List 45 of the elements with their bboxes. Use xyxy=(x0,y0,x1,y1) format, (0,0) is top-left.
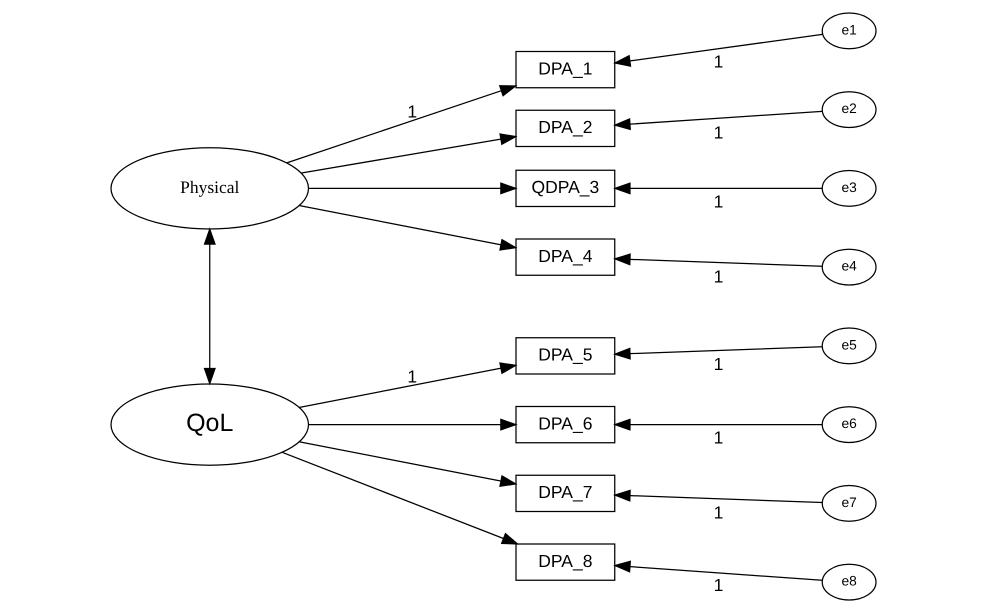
node-box: DPA_7 xyxy=(515,474,616,512)
node-ellipse: e6 xyxy=(822,406,877,444)
edge-label: 1 xyxy=(714,428,724,448)
node-ellipse: e4 xyxy=(822,248,877,286)
arrow xyxy=(613,182,822,194)
arrow xyxy=(301,133,518,174)
edge-label: 1 xyxy=(714,266,724,286)
arrow xyxy=(300,205,518,251)
arrow xyxy=(308,418,518,431)
edge-label: 1 xyxy=(714,502,724,523)
arrow xyxy=(613,34,823,67)
arrow xyxy=(286,85,518,164)
arrow xyxy=(613,418,822,431)
arrow xyxy=(308,182,518,194)
arrow xyxy=(613,253,822,267)
node-ellipse: e8 xyxy=(822,564,877,601)
arrow xyxy=(613,490,822,504)
arrow xyxy=(204,227,216,386)
node-ellipse: e2 xyxy=(822,91,877,128)
arrow xyxy=(613,560,822,581)
node-box: QDPA_3 xyxy=(515,170,616,208)
node-box: DPA_4 xyxy=(515,238,616,276)
arrow xyxy=(300,441,518,487)
node-box: DPA_8 xyxy=(515,543,616,581)
node-ellipse: e7 xyxy=(822,484,877,522)
node-ellipse: e3 xyxy=(822,170,877,207)
node-ellipse: e5 xyxy=(822,327,877,364)
edge-label: 1 xyxy=(714,51,724,72)
arrow xyxy=(300,362,518,408)
edge-label: 1 xyxy=(714,122,724,143)
arrow xyxy=(282,452,520,545)
edge-label: 1 xyxy=(714,354,724,374)
edge-label: 1 xyxy=(714,191,724,212)
node-ellipse: e1 xyxy=(822,12,877,50)
edge-label: 1 xyxy=(714,575,724,596)
edge-label: 1 xyxy=(407,101,418,122)
arrow xyxy=(613,346,822,360)
node-box: DPA_2 xyxy=(515,110,616,148)
arrow xyxy=(613,110,822,130)
node-ellipse: QoL xyxy=(110,383,310,466)
node-ellipse: Physical xyxy=(110,147,310,230)
node-box: DPA_6 xyxy=(515,406,616,444)
node-box: DPA_5 xyxy=(515,337,616,375)
edge-label: 1 xyxy=(407,366,418,386)
node-box: DPA_1 xyxy=(515,50,616,88)
